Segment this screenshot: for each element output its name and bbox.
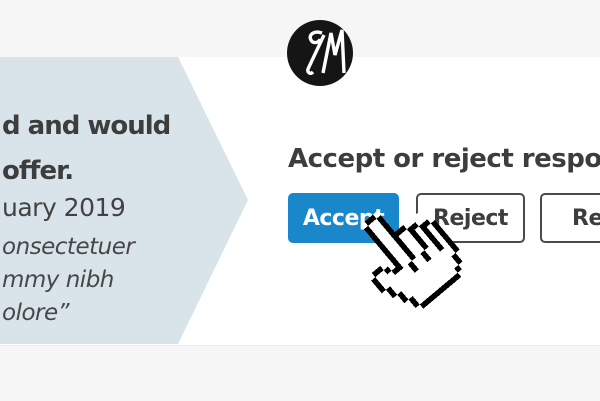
testimonial-headline-line1: d and would [2,111,171,141]
reply-button[interactable]: Rep [540,193,600,243]
gm-logo-icon [287,20,353,86]
response-heading: Accept or reject respon [288,144,600,174]
testimonial-arrow-panel: d and would offer. uary 2019 onsectetuer… [0,57,248,344]
testimonial-headline-line2: offer. [2,156,74,186]
testimonial-quote-line2: mmy nibh [2,267,114,293]
testimonial-quote-line1: onsectetuer [2,234,135,260]
bottom-band [0,345,600,401]
reject-button[interactable]: Reject [416,193,525,243]
testimonial-quote-line3: olore” [2,300,70,326]
accept-button[interactable]: Accept [288,193,399,243]
gm-logo [287,20,353,86]
testimonial-date: uary 2019 [2,193,126,222]
